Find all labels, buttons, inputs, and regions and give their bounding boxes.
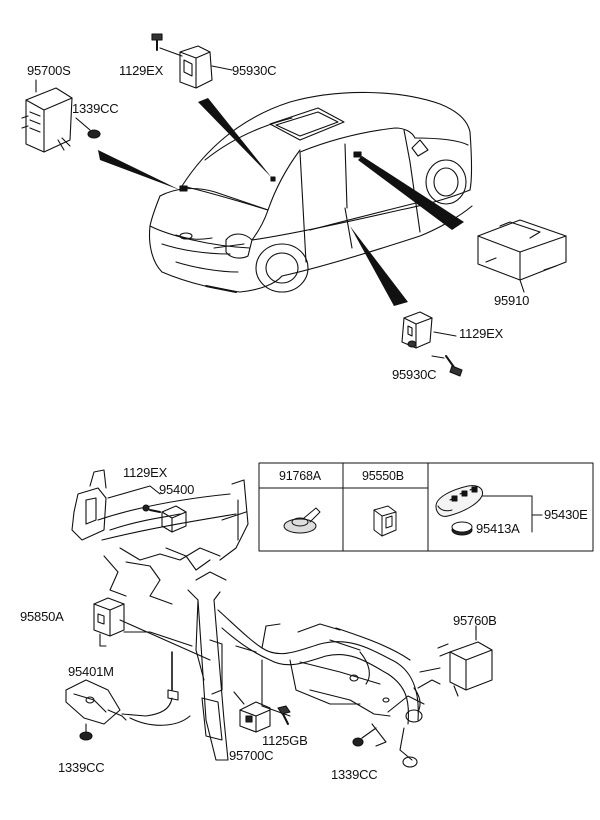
sedan-illustration bbox=[148, 91, 473, 293]
module-95700S bbox=[21, 79, 73, 153]
label-1339CC-top: 1339CC bbox=[72, 101, 119, 116]
module-95910 bbox=[477, 219, 567, 293]
sensor-95700C bbox=[233, 691, 291, 733]
label-95401M: 95401M bbox=[68, 664, 114, 679]
label-1125GB: 1125GB bbox=[262, 733, 308, 748]
crossmember-illustration bbox=[71, 469, 441, 768]
label-95910: 95910 bbox=[494, 293, 530, 308]
nut-1339CC-top bbox=[75, 117, 101, 139]
sensor-95930C-bottom bbox=[401, 311, 463, 377]
module-95850A bbox=[93, 597, 125, 647]
sensor-95400 bbox=[142, 504, 187, 533]
parts-table bbox=[258, 462, 594, 552]
table-header-95550B: 95550B bbox=[362, 469, 404, 483]
label-1129EX-dash: 1129EX bbox=[123, 465, 168, 480]
label-95760B: 95760B bbox=[453, 613, 497, 628]
label-95700S: 95700S bbox=[27, 63, 71, 78]
label-95930C-top: 95930C bbox=[232, 63, 277, 78]
label-95930C-car: 95930C bbox=[392, 367, 437, 382]
table-header-91768A: 91768A bbox=[279, 469, 321, 483]
sensor-95930C-top bbox=[151, 33, 233, 89]
label-95400: 95400 bbox=[159, 482, 195, 497]
label-1129EX-top: 1129EX bbox=[119, 63, 164, 78]
label-1339CC-center: 1339CC bbox=[331, 767, 378, 782]
label-1339CC-left: 1339CC bbox=[58, 760, 105, 775]
pointer-wedges bbox=[98, 98, 464, 306]
nut-1339CC-bottom-center bbox=[352, 727, 377, 747]
bracket-95401M bbox=[65, 679, 127, 741]
label-1129EX-car: 1129EX bbox=[459, 326, 504, 341]
label-95850A: 95850A bbox=[20, 609, 64, 624]
label-95413A: 95413A bbox=[476, 521, 520, 536]
label-95700C: 95700C bbox=[229, 748, 274, 763]
module-95760B bbox=[437, 625, 493, 697]
label-95430E: 95430E bbox=[544, 507, 588, 522]
